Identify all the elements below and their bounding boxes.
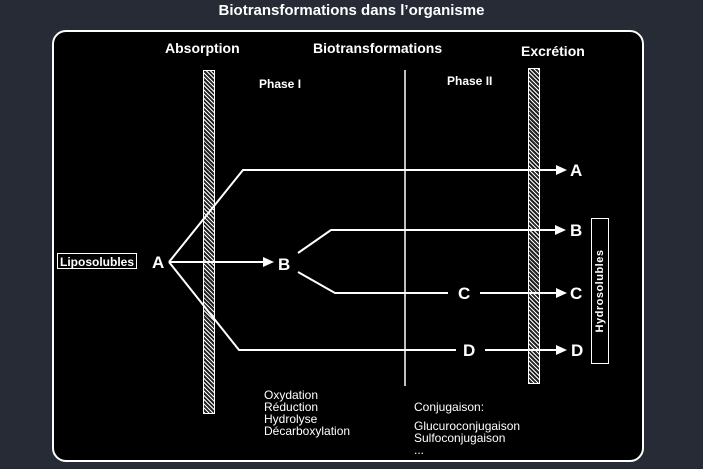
- reaction-hydrolyse: Hydrolyse: [264, 412, 318, 426]
- hydrosolubles-box: Hydrosolubles: [591, 218, 609, 364]
- node-a-source: A: [152, 253, 165, 272]
- node-b-out: B: [570, 221, 583, 240]
- node-b-middle: B: [278, 255, 291, 274]
- reaction-oxydation: Oxydation: [264, 388, 319, 402]
- arrowhead-d: [556, 345, 567, 355]
- reaction-glucuroconjugaison: Glucuroconjugaison: [414, 419, 521, 433]
- phase-1-reaction-list: Oxydation Réduction Hydrolyse Décarboxyl…: [264, 389, 350, 437]
- path-b-to-out: [297, 229, 557, 254]
- path-a-unchanged: [168, 169, 560, 263]
- node-d-out: D: [571, 341, 584, 360]
- node-d-middle: D: [463, 341, 476, 360]
- path-a-to-d: [168, 261, 456, 351]
- header-biotransformations: Biotransformations: [313, 40, 443, 56]
- path-b-to-c: [297, 271, 448, 294]
- excretion-membrane: [528, 68, 540, 384]
- reaction-decarboxylation: Décarboxylation: [264, 424, 351, 438]
- arrowhead-b-out: [555, 225, 566, 235]
- diagram-panel: [52, 30, 644, 462]
- reaction-ellipsis: ...: [414, 443, 425, 457]
- diagram-title: Biotransformations dans l’organisme: [218, 2, 485, 19]
- reaction-reduction: Réduction: [264, 400, 319, 414]
- arrowhead-a: [556, 165, 567, 175]
- arrowhead-c: [556, 288, 567, 298]
- absorption-membrane: [203, 70, 215, 414]
- arrowhead-b-mid: [263, 257, 274, 267]
- conjugaison-heading: Conjugaison:: [414, 400, 485, 414]
- node-c-out: C: [570, 284, 583, 303]
- reaction-sulfoconjugaison: Sulfoconjugaison: [414, 431, 506, 445]
- liposolubles-label: Liposolubles: [57, 253, 138, 269]
- node-a-out: A: [570, 161, 583, 180]
- phase-1-label: Phase I: [259, 77, 302, 91]
- phase-2-reaction-list: Glucuroconjugaison Sulfoconjugaison ...: [414, 420, 520, 456]
- node-c-middle: C: [458, 284, 471, 303]
- header-absorption: Absorption: [165, 40, 240, 56]
- phase-2-label: Phase II: [447, 74, 493, 88]
- header-excretion: Excrétion: [521, 43, 585, 59]
- hydrosolubles-label: Hydrosolubles: [594, 249, 606, 333]
